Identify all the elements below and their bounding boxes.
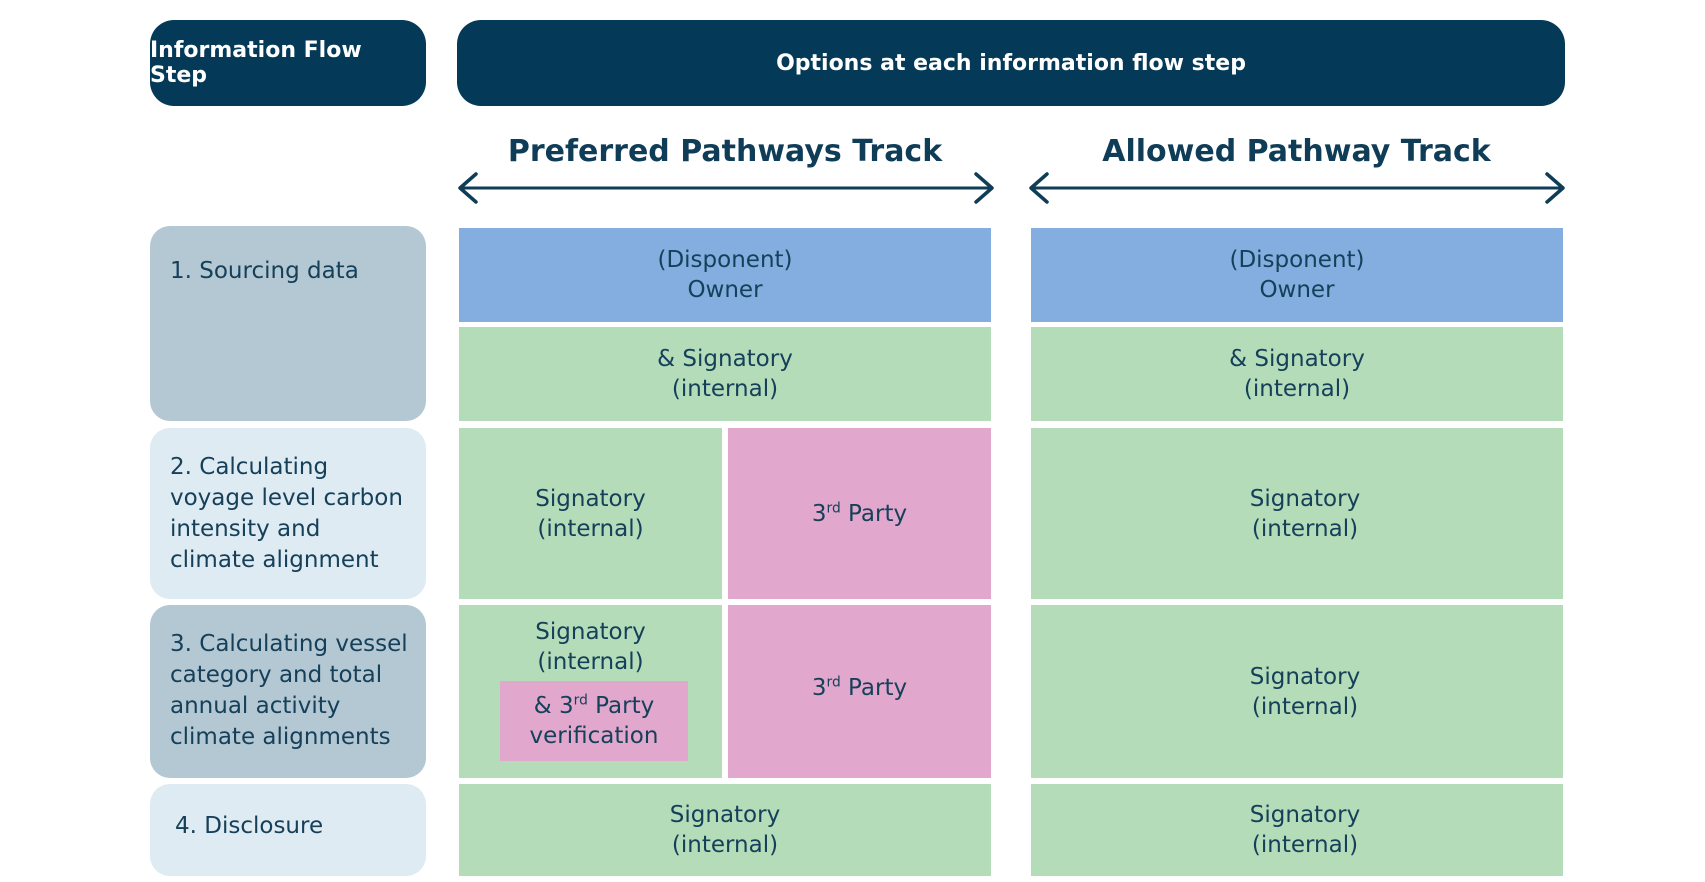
preferred-step2-third-party-cell: 3rd Party: [728, 428, 991, 599]
allowed-track-arrow-icon: [1029, 172, 1565, 204]
owner-line2: Owner: [1259, 277, 1335, 303]
allowed-step2-signatory-cell: Signatory (internal): [1031, 428, 1563, 599]
owner-line1: (Disponent): [657, 247, 793, 273]
step-4-disclosure: 4. Disclosure: [150, 784, 426, 876]
allowed-track-title: Allowed Pathway Track: [1102, 134, 1491, 169]
allowed-step4-signatory-cell: Signatory (internal): [1031, 784, 1563, 876]
step3-third-party-text: 3rd Party: [728, 673, 991, 703]
amp-signatory-line1: & Signatory: [657, 346, 793, 372]
preferred-owner-cell: (Disponent) Owner: [459, 228, 991, 322]
signatory-line1: Signatory: [669, 802, 781, 828]
signatory-line2: (internal): [1251, 515, 1359, 542]
signatory-line1: Signatory: [535, 619, 646, 645]
allowed-step3-signatory-cell: Signatory (internal): [1031, 605, 1563, 778]
preferred-step4-signatory-cell: Signatory (internal): [459, 784, 991, 876]
signatory-line2: (internal): [537, 515, 644, 542]
signatory-line1: Signatory: [535, 485, 646, 512]
amp-signatory-line2: (internal): [1243, 376, 1351, 402]
allowed-owner-cell: (Disponent) Owner: [1031, 228, 1563, 322]
allowed-amp-signatory-cell: & Signatory (internal): [1031, 327, 1563, 421]
options-title: Options at each information flow step: [776, 50, 1246, 76]
preferred-track-arrow-icon: [458, 172, 994, 204]
third-party-label: 3rd Party: [811, 674, 908, 701]
preferred-step3-signatory-cell: Signatory (internal) & 3rd Party verific…: [459, 605, 722, 778]
information-flow-step-header: Information Flow Step: [150, 20, 426, 106]
preferred-step3-third-party-cell: 3rd Party: [728, 605, 991, 778]
amp-signatory-line1: & Signatory: [1229, 346, 1365, 372]
preferred-step2-signatory-cell: Signatory (internal): [459, 428, 722, 599]
options-header: Options at each information flow step: [457, 20, 1565, 106]
information-flow-step-title: Information Flow Step: [150, 38, 362, 88]
verification-line1: & 3rd Party: [533, 692, 655, 719]
third-party-verification-box: & 3rd Party verification: [500, 681, 688, 761]
verification-line2: verification: [529, 723, 659, 749]
signatory-line1: Signatory: [1249, 485, 1361, 512]
step-2-calculating-voyage: 2. Calculating voyage level carbon inten…: [150, 428, 426, 599]
owner-line2: Owner: [687, 277, 763, 303]
signatory-line2: (internal): [1251, 693, 1359, 720]
step3-signatory-text: Signatory (internal): [459, 617, 722, 677]
preferred-amp-signatory-cell: & Signatory (internal): [459, 327, 991, 421]
signatory-line1: Signatory: [1249, 802, 1361, 828]
signatory-line2: (internal): [1251, 832, 1359, 858]
third-party-label: 3rd Party: [811, 499, 908, 527]
amp-signatory-line2: (internal): [671, 376, 779, 402]
preferred-track-title: Preferred Pathways Track: [507, 134, 943, 169]
signatory-line2: (internal): [537, 649, 644, 675]
signatory-line2: (internal): [671, 832, 779, 858]
owner-line1: (Disponent): [1229, 247, 1365, 273]
step-1-sourcing-data: 1. Sourcing data: [150, 226, 426, 421]
signatory-line1: Signatory: [1249, 663, 1361, 690]
step-3-calculating-vessel: 3. Calculating vessel category and total…: [150, 605, 426, 778]
